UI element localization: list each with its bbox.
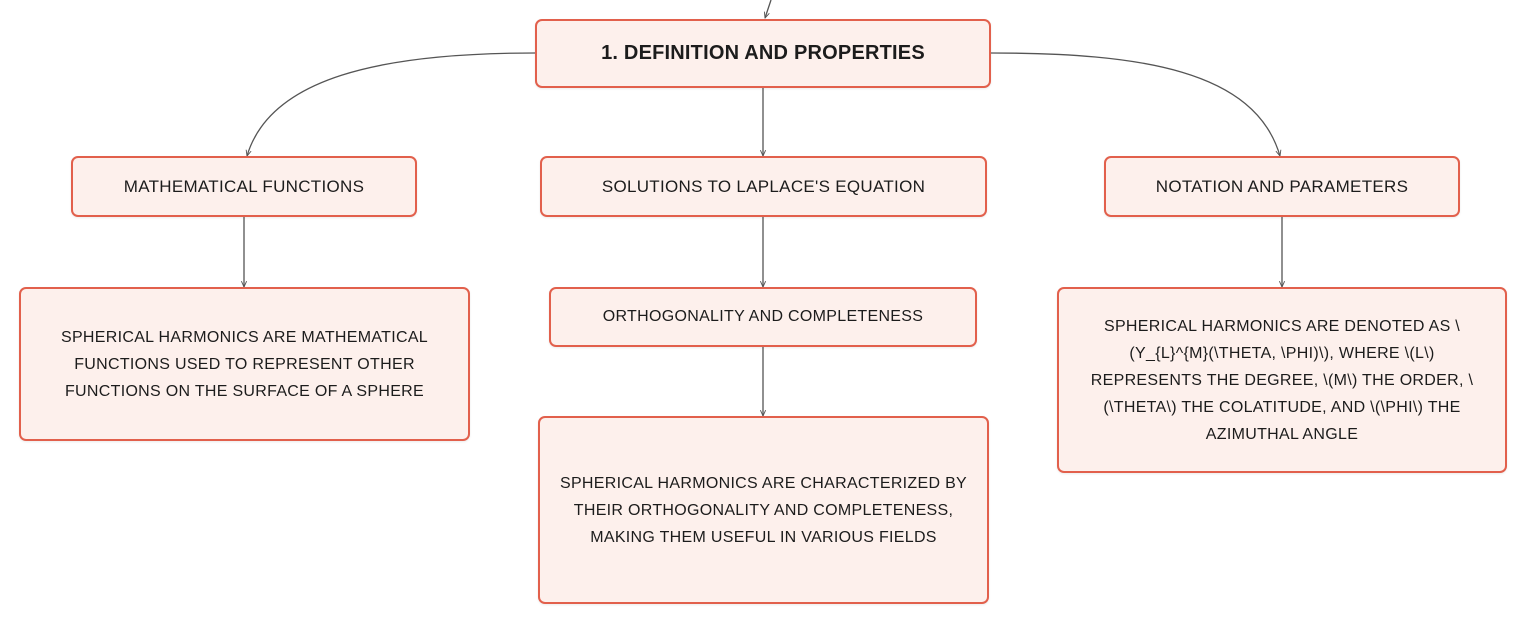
detail-node-orthogonality[interactable]: Spherical harmonics are characterized by… <box>538 416 989 604</box>
branch-node-mathematical-functions[interactable]: Mathematical Functions <box>71 156 417 217</box>
root-node-label: 1. Definition and Properties <box>601 42 925 64</box>
connector-root-to-mathematical-functions <box>247 52 536 156</box>
branch-node-label: Solutions to Laplace's Equation <box>601 176 926 196</box>
detail-node-text: Spherical harmonics are characterized by… <box>559 474 968 546</box>
connector-root-to-notation <box>990 52 1280 156</box>
branch-node-label: Notation and Parameters <box>1155 176 1409 196</box>
branch-node-label: Mathematical Functions <box>123 176 365 196</box>
branch-node-laplace[interactable]: Solutions to Laplace's Equation <box>540 156 987 217</box>
incoming-connector <box>765 0 772 18</box>
detail-node-text: Spherical harmonics are denoted as \(Y_{… <box>1090 317 1474 443</box>
branch-node-notation[interactable]: Notation and Parameters <box>1104 156 1460 217</box>
root-node[interactable]: 1. Definition and Properties <box>535 19 991 88</box>
detail-node-notation[interactable]: Spherical harmonics are denoted as \(Y_{… <box>1057 287 1507 473</box>
detail-node-text: Spherical harmonics are mathematical fun… <box>60 328 428 400</box>
detail-node-mathematical-functions[interactable]: Spherical harmonics are mathematical fun… <box>19 287 470 441</box>
sub-node-orthogonality[interactable]: Orthogonality and Completeness <box>549 287 977 347</box>
sub-node-label: Orthogonality and Completeness <box>602 308 924 325</box>
